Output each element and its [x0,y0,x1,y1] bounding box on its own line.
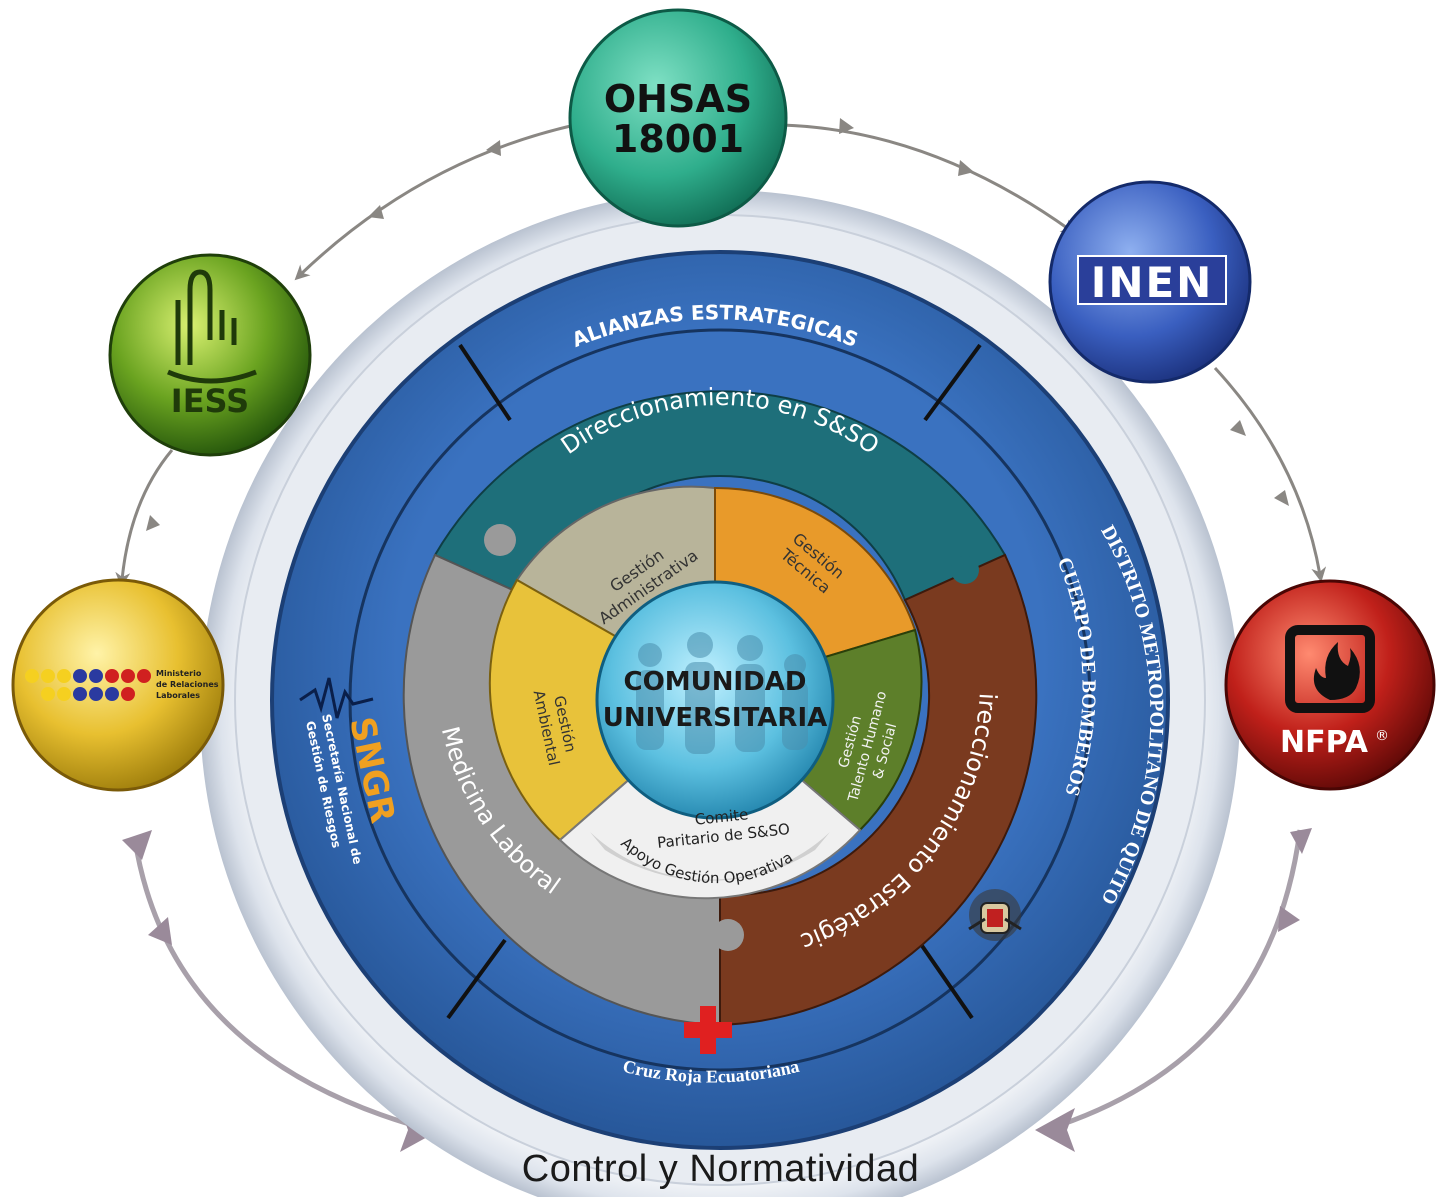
svg-text:INEN: INEN [1091,258,1214,307]
segment-direccionamiento-estrategico [719,553,1038,1027]
puzzle-tab [712,919,744,951]
arrow-left-control [132,839,431,1133]
arrow-right-control [1044,829,1303,1133]
ministerio-node: Ministerio de Relaciones Laborales [11,578,225,792]
bomberos-crest-icon [968,889,1022,941]
inen-node: INEN [1048,180,1252,384]
iess-node: IESS [108,253,312,457]
arrow-iess-to-ministerio [115,449,174,588]
arrow-ohsas-to-inen [781,123,1077,235]
people-silhouettes-icon [636,632,808,754]
center-line2: UNIVERSITARIA [603,703,828,733]
svg-text:18001: 18001 [612,117,744,161]
center-line1: COMUNIDAD [624,667,807,697]
ohsas-node: OHSAS 18001 [568,8,788,228]
arrow-ticks [146,118,1289,531]
control-arrows [132,829,1303,1133]
hand-icon [167,269,257,384]
puzzle-tab [951,556,979,584]
svg-text:®: ® [1375,728,1389,744]
arrow-ohsas-to-iess [294,123,576,281]
svg-text:Comite: Comite [694,805,749,828]
cycle-arrows [115,123,1327,588]
alliance-dividers [446,343,982,1020]
svg-text:de Relaciones: de Relaciones [156,680,219,689]
seismograph-icon [299,677,374,719]
ministerio-dots-icon [25,669,151,701]
arrow-inen-to-nfpa [1213,366,1327,583]
svg-text:Laborales: Laborales [156,691,200,700]
red-cross-icon [684,1006,732,1054]
svg-text:OHSAS: OHSAS [604,77,752,121]
svg-text:IESS: IESS [171,382,249,420]
puzzle-tab [484,524,516,556]
svg-text:NFPA: NFPA [1280,725,1369,760]
nfpa-frame-icon [1285,625,1375,713]
inen-logo-box [1077,255,1227,305]
flame-icon [1313,642,1360,700]
svg-text:Ministerio: Ministerio [156,669,202,678]
caption-control-normatividad: Control y Normatividad [521,1148,920,1190]
nfpa-node: NFPA ® [1224,579,1436,791]
